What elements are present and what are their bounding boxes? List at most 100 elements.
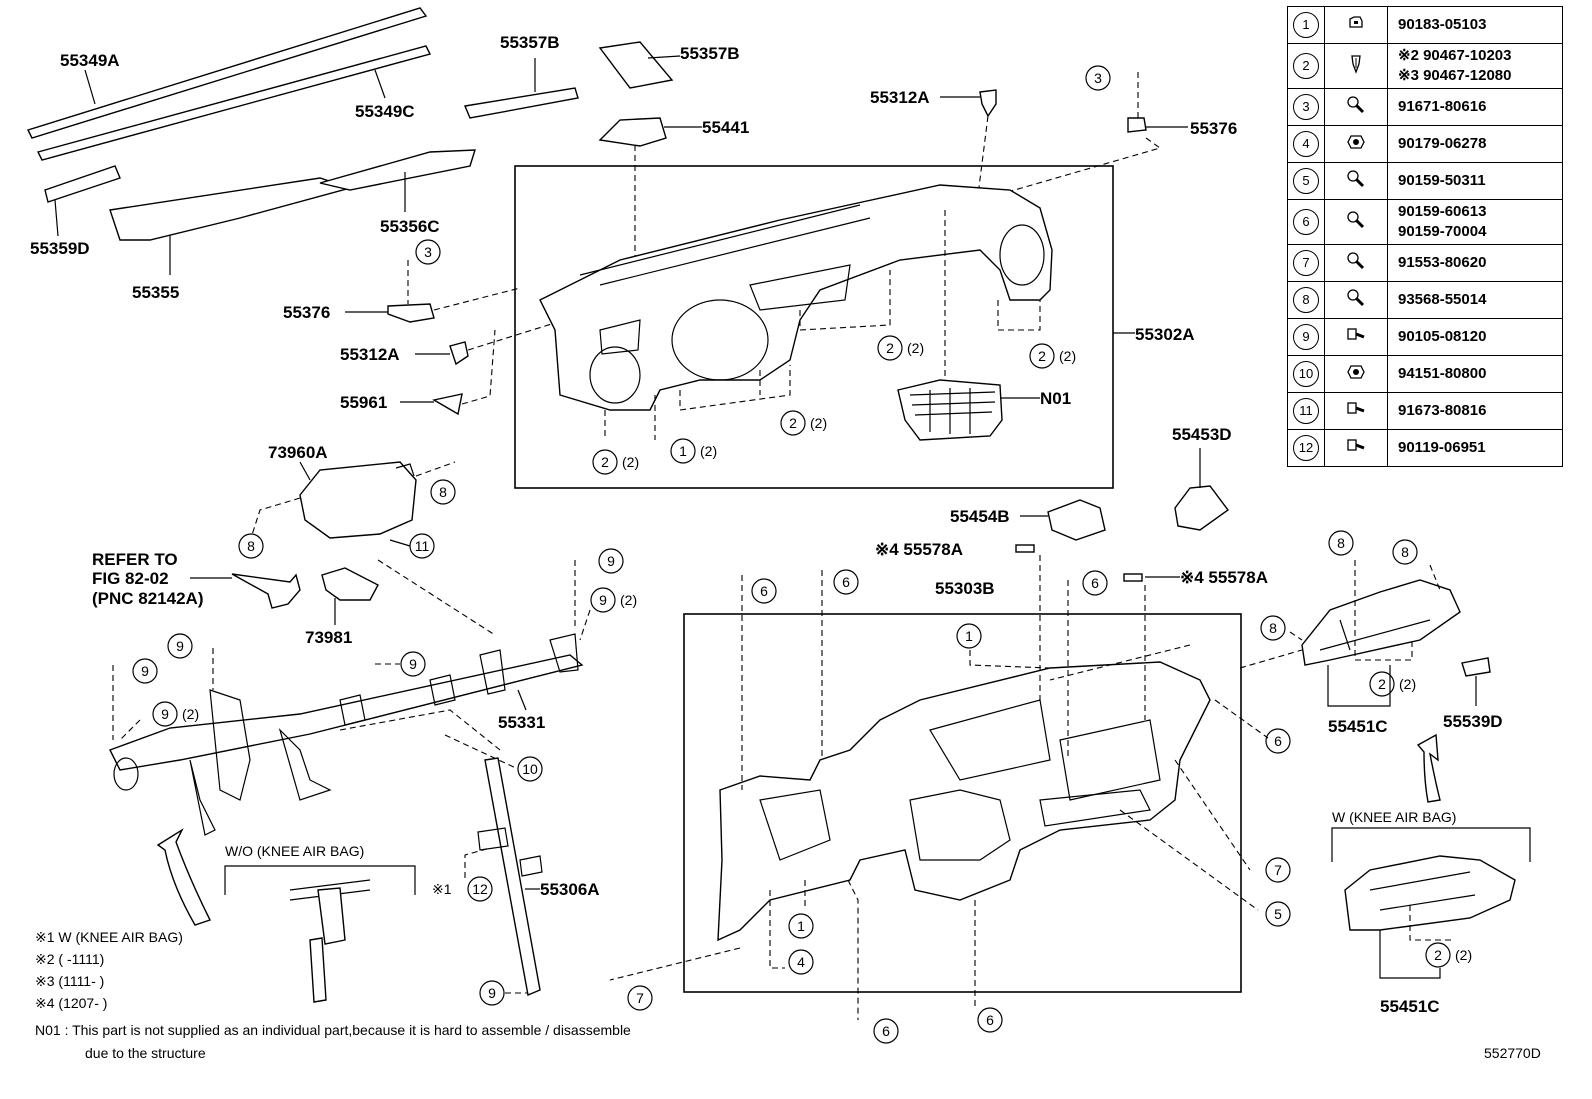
part-55312A-top[interactable]: 55312A	[870, 88, 997, 196]
fastener-number: 1	[1293, 12, 1319, 38]
svg-text:4: 4	[797, 954, 805, 970]
svg-text:due to the structure: due to the structure	[85, 1045, 206, 1061]
part-55441[interactable]: 55441	[598, 117, 749, 315]
part-55349A[interactable]: 55349A	[27, 7, 428, 139]
part-number: 90119-06951	[1398, 439, 1486, 456]
svg-text:7: 7	[1274, 862, 1282, 878]
label-55357B-a: 55357B	[500, 33, 560, 52]
svg-text:6: 6	[842, 574, 850, 590]
svg-text:9: 9	[409, 656, 417, 672]
part-55357B-upper[interactable]: 55357B	[598, 41, 740, 89]
part-number: 93568-55014	[1398, 291, 1487, 308]
part-73981-bracket[interactable]: 73981	[305, 567, 379, 647]
svg-text:(2): (2)	[620, 592, 637, 608]
part-55331-reinforcement[interactable]: 55331	[109, 559, 584, 836]
part-55302A-instrument-panel[interactable]: 55302A	[539, 184, 1195, 411]
arrow-left-curved	[156, 828, 211, 926]
part-55454B[interactable]: 55454B	[950, 499, 1106, 541]
nut-icon	[1324, 125, 1388, 163]
label-55961: 55961	[340, 393, 387, 412]
fastener-row[interactable]: 2※2 90467-10203※3 90467-12080	[1287, 43, 1563, 89]
label-55356C: 55356C	[380, 217, 440, 236]
label-55451C-a: 55451C	[1328, 717, 1388, 736]
part-55578A-left[interactable]: ※4 55578A	[875, 540, 1035, 559]
svg-text:2: 2	[886, 340, 894, 356]
svg-text:6: 6	[882, 1023, 890, 1039]
svg-text:1: 1	[797, 918, 805, 934]
part-55356C[interactable]: 55356C	[319, 149, 476, 236]
label-55331: 55331	[498, 713, 545, 732]
svg-text:8: 8	[439, 484, 447, 500]
part-55357B-lower[interactable]: 55357B	[464, 33, 579, 119]
svg-text:※1 W (KNEE AIR BAG): ※1 W (KNEE AIR BAG)	[35, 929, 183, 945]
svg-text:(PNC 82142A): (PNC 82142A)	[92, 589, 204, 608]
svg-text:2: 2	[789, 415, 797, 431]
lower-callouts: 6 6 6 1 6 7 5 1 4 7 6 6	[609, 555, 1291, 1044]
bolt-icon	[1324, 318, 1388, 356]
part-number: 91671-80616	[1398, 98, 1487, 115]
part-55359D[interactable]: 55359D	[30, 165, 121, 258]
svg-text:2: 2	[1434, 947, 1442, 963]
upper-callouts: 2 (2) 1 (2) 2 (2) 2 (2) 2 (2)	[592, 270, 1076, 475]
fastener-number: 10	[1293, 361, 1319, 387]
part-55539D[interactable]: 55539D	[1443, 657, 1503, 731]
part-55451C-upper[interactable]: 8 8 8 2 (2) 55451C	[1239, 530, 1461, 736]
svg-text:1: 1	[965, 628, 973, 644]
fastener-number: 3	[1293, 94, 1319, 120]
svg-text:8: 8	[1269, 620, 1277, 636]
part-55349C[interactable]: 55349C	[36, 45, 432, 161]
part-55376-right[interactable]: 55376 3	[979, 65, 1237, 201]
svg-text:9: 9	[488, 985, 496, 1001]
fastener-number: 6	[1293, 209, 1319, 235]
part-N01-register[interactable]: N01	[897, 210, 1071, 441]
left-callouts: 9 9 9 (2) 9 9 9 (2) 10	[112, 548, 637, 782]
refer-to-fig[interactable]: REFER TO FIG 82-02 (PNC 82142A)	[92, 550, 301, 609]
callout-3b: 3	[424, 244, 432, 260]
part-55303B-lower-panel[interactable]	[717, 661, 1211, 942]
part-number: ※3 90467-12080	[1398, 67, 1512, 84]
svg-text:N01 : This part is not supplie: N01 : This part is not supplied as an in…	[35, 1022, 631, 1038]
fastener-number: 5	[1293, 168, 1319, 194]
fastener-number: 8	[1293, 287, 1319, 313]
label-55539D: 55539D	[1443, 712, 1503, 731]
svg-text:※1: ※1	[432, 881, 452, 897]
part-55376-left[interactable]: 55376 3	[283, 239, 521, 323]
part-55578A-right[interactable]: ※4 55578A	[1123, 568, 1268, 587]
label-55302A: 55302A	[1135, 325, 1195, 344]
svg-text:2: 2	[601, 454, 609, 470]
svg-text:W/O (KNEE AIR BAG): W/O (KNEE AIR BAG)	[225, 843, 364, 859]
part-73960A-airbag[interactable]: 73960A 8 8 11	[238, 443, 456, 559]
part-55312A-left[interactable]: 55312A	[340, 321, 559, 366]
fastener-row[interactable]: 8 93568-55014	[1287, 281, 1563, 319]
figure-code: 552770D	[1484, 1045, 1541, 1061]
fastener-number: 7	[1293, 250, 1319, 276]
part-55961[interactable]: 55961	[340, 329, 496, 416]
screw-icon	[1324, 88, 1388, 126]
inset-w-knee-airbag[interactable]: W (KNEE AIR BAG) 2 (2) 55451C	[1331, 809, 1531, 1016]
svg-text:10: 10	[522, 761, 538, 777]
part-55355[interactable]: 55355	[109, 177, 353, 302]
svg-text:(2): (2)	[1399, 676, 1416, 692]
arrow-right-curved	[1416, 733, 1441, 803]
svg-text:(2): (2)	[182, 706, 199, 722]
svg-text:9: 9	[161, 706, 169, 722]
fastener-row[interactable]: 3 91671-80616	[1287, 88, 1563, 126]
callout-3: 3	[1094, 70, 1102, 86]
svg-text:5: 5	[1274, 906, 1282, 922]
svg-text:1: 1	[679, 443, 687, 459]
part-55306A-brace[interactable]: 55306A 12 ※1 9	[432, 757, 600, 1006]
svg-text:(2): (2)	[810, 415, 827, 431]
part-55453D[interactable]: 55453D	[1172, 425, 1232, 531]
svg-text:W (KNEE AIR BAG): W (KNEE AIR BAG)	[1332, 809, 1456, 825]
